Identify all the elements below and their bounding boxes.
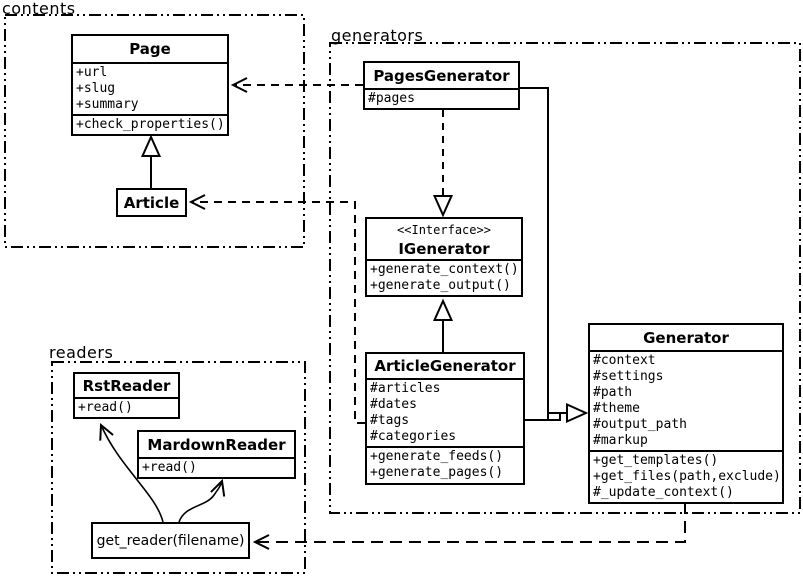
class-articlegenerator: ArticleGenerator #articles #dates #tags …	[365, 352, 525, 485]
class-rstreader-methods: +read()	[75, 397, 178, 417]
class-page-title: Page	[129, 40, 171, 58]
class-generator-methods: +get_templates() +get_files(path,exclude…	[590, 450, 782, 502]
attribute: #pages	[368, 91, 415, 106]
class-igenerator-title: IGenerator	[398, 239, 490, 258]
method: +check_properties()	[76, 117, 225, 132]
edge-generator-depends-getreader	[252, 502, 686, 550]
class-rstreader-title: RstReader	[82, 376, 171, 395]
method: +read()	[142, 460, 197, 475]
attribute: #categories	[370, 429, 457, 444]
attribute: +url	[76, 65, 108, 80]
attribute: #tags	[370, 413, 410, 428]
class-mardownreader-title: MardownReader	[147, 435, 286, 454]
class-page-attributes: +url +slug +summary	[73, 62, 227, 114]
edge-getreader-calls-mardownreader	[178, 478, 226, 523]
package-border-generators	[329, 42, 801, 514]
attribute: #output_path	[593, 417, 687, 432]
attribute: #markup	[593, 433, 648, 448]
function-box-get-reader: get_reader(filename)	[91, 522, 250, 559]
attribute: #context	[593, 353, 656, 368]
package-border-readers	[51, 361, 306, 574]
class-igenerator-methods: +generate_context() +generate_output()	[367, 259, 521, 295]
edge-articlegenerator-extends-generator	[525, 413, 561, 421]
class-rstreader: RstReader +read()	[73, 372, 180, 419]
attribute: +slug	[76, 81, 116, 96]
attribute: #theme	[593, 401, 640, 416]
package-label-generators: generators	[331, 26, 424, 45]
edge-articlegenerator-depends-article	[188, 194, 365, 424]
method: +generate_output()	[370, 278, 511, 293]
class-mardownreader: MardownReader +read()	[137, 430, 296, 479]
attribute: +summary	[76, 97, 139, 112]
class-articlegenerator-methods: +generate_feeds() +generate_pages()	[367, 446, 523, 483]
class-generator: Generator #context #settings #path #them…	[588, 323, 784, 504]
class-igenerator-header: <<Interface>> IGenerator	[367, 219, 521, 259]
class-articlegenerator-attributes: #articles #dates #tags #categories	[367, 378, 523, 446]
class-igenerator-stereotype: <<Interface>>	[397, 223, 491, 237]
method: +read()	[78, 400, 133, 415]
class-page: Page +url +slug +summary +check_properti…	[71, 34, 229, 136]
class-pagesgenerator-attributes: #pages	[365, 88, 518, 108]
attribute: #path	[593, 385, 633, 400]
class-page-methods: +check_properties()	[73, 114, 227, 134]
method: +get_files(path,exclude)	[593, 469, 781, 484]
package-label-readers: readers	[49, 343, 114, 362]
method: +generate_feeds()	[370, 449, 504, 464]
method: +get_templates()	[593, 453, 719, 468]
class-generator-attributes: #context #settings #path #theme #output_…	[590, 350, 782, 450]
attribute: #dates	[370, 397, 417, 412]
class-generator-title: Generator	[643, 328, 729, 347]
edge-getreader-calls-rstreader	[99, 422, 164, 523]
package-border-contents	[4, 14, 305, 248]
attribute: #settings	[593, 369, 664, 384]
class-pagesgenerator-title: PagesGenerator	[373, 66, 510, 85]
package-label-contents: contents	[2, 0, 76, 18]
class-igenerator: <<Interface>> IGenerator +generate_conte…	[365, 217, 523, 297]
method: #_update_context()	[593, 485, 734, 500]
edge-pagesgenerator-extends-generator	[520, 87, 549, 420]
class-article-title: Article	[123, 193, 180, 212]
class-articlegenerator-title: ArticleGenerator	[374, 357, 516, 375]
class-mardownreader-methods: +read()	[139, 457, 294, 477]
method: +generate_pages()	[370, 465, 504, 480]
class-article: Article	[116, 188, 187, 217]
attribute: #articles	[370, 381, 441, 396]
method: +generate_context()	[370, 262, 519, 277]
class-pagesgenerator: PagesGenerator #pages	[363, 61, 520, 110]
